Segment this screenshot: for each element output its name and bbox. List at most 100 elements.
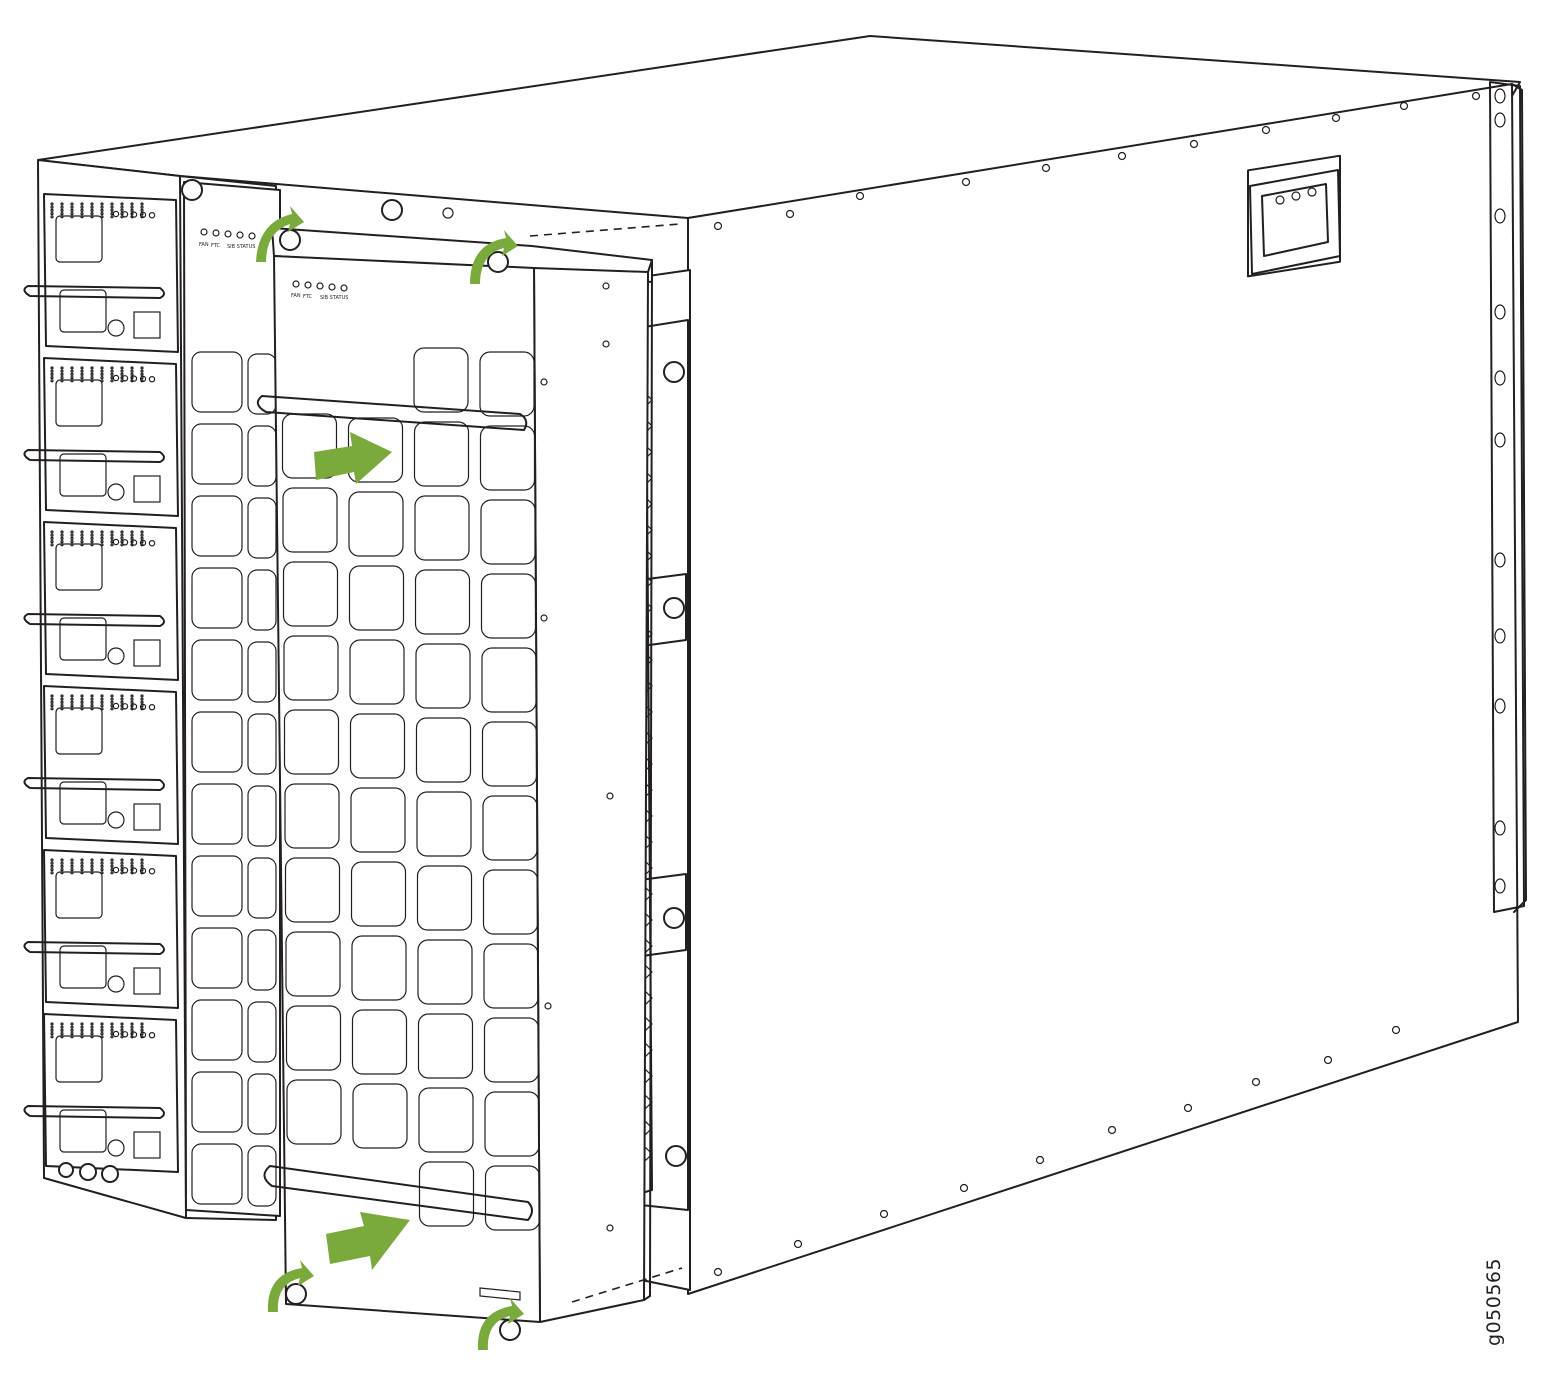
vent-dot <box>120 1031 124 1036</box>
psu-led <box>148 868 156 875</box>
power-supply-module <box>23 357 179 517</box>
vent-dot <box>100 536 104 541</box>
grille-cell <box>285 931 341 997</box>
grille-cell <box>414 569 471 635</box>
vent-dot <box>90 208 94 212</box>
flange-hole <box>1494 432 1506 448</box>
vent-dot <box>50 694 54 698</box>
grille-cell <box>416 791 472 857</box>
rear-grille-cell <box>247 713 277 775</box>
vent-dot <box>140 376 144 380</box>
vent-dot <box>50 202 54 206</box>
captive-screw-top-right[interactable] <box>487 251 509 273</box>
vent-dot <box>60 700 64 705</box>
vent-dot <box>130 861 134 865</box>
side-screw <box>1251 1077 1261 1087</box>
vent-dot <box>50 861 54 865</box>
vent-dot <box>140 536 144 541</box>
vent-dot <box>100 700 104 705</box>
vent-dot <box>80 215 84 219</box>
vent-dot <box>60 697 64 701</box>
vent-dot <box>60 215 64 219</box>
vent-dot <box>100 543 104 547</box>
psu-knob <box>107 811 125 829</box>
rear-grille-cell <box>191 1143 243 1205</box>
vent-dot <box>130 867 134 872</box>
vent-dot <box>60 703 64 708</box>
captive-screw-top-left[interactable] <box>279 229 301 251</box>
vent-dot <box>110 369 114 373</box>
vent-dot <box>110 208 114 212</box>
rear-led-label-fan: FAN <box>199 242 209 248</box>
rear-grille-cell <box>247 857 277 919</box>
vent-dot <box>110 202 114 206</box>
side-handle <box>1247 154 1341 278</box>
psu-knob <box>107 1139 125 1157</box>
vent-dot <box>120 694 124 698</box>
vent-dot <box>70 539 74 544</box>
vent-dot <box>110 543 114 547</box>
vent-dot <box>70 208 74 212</box>
vent-dot <box>80 536 84 541</box>
vent-dot <box>130 1025 134 1029</box>
vent-dot <box>120 1025 124 1029</box>
vent-dot <box>140 533 144 537</box>
grille-cell <box>415 643 471 709</box>
vent-dot <box>80 533 84 537</box>
vent-dot <box>80 212 84 216</box>
grille-cell <box>479 425 536 491</box>
grille-cell <box>351 1009 408 1075</box>
captive-screw-bottom-left[interactable] <box>285 1283 307 1305</box>
rear-grille-cell <box>191 927 243 989</box>
power-supply-module <box>23 521 179 681</box>
side-screw <box>1471 91 1481 101</box>
rear-status-leds: FAN FTC SIB STATUS <box>199 228 256 250</box>
flange-hole <box>1494 370 1506 386</box>
vent-dot <box>140 379 144 383</box>
rear-grille-cell <box>247 1001 277 1063</box>
psu-inlet-top <box>55 215 103 263</box>
vent-dot <box>130 212 134 216</box>
vent-dot <box>50 366 54 370</box>
vent-dot <box>90 202 94 206</box>
vent-dot <box>90 536 94 541</box>
vent-dot <box>100 694 104 698</box>
vent-dot <box>140 1035 144 1039</box>
vent-dot <box>80 208 84 212</box>
vent-dot <box>50 530 54 534</box>
side-screw <box>785 209 795 219</box>
vent-dot <box>70 366 74 370</box>
vent-dot <box>130 372 134 376</box>
vent-dot <box>70 1022 74 1026</box>
vent-dot <box>50 707 54 711</box>
vent-dot <box>90 861 94 865</box>
vent-dot <box>80 703 84 708</box>
fan-tray-handle-bottom <box>263 1165 533 1221</box>
psu-inlet-top <box>55 871 103 919</box>
vent-dot <box>80 864 84 869</box>
psu-led <box>148 211 156 219</box>
vent-dot <box>100 858 104 862</box>
vent-dot <box>140 1028 144 1033</box>
vent-dot <box>140 864 144 869</box>
vent-dot <box>130 703 134 708</box>
rear-grille-cell <box>247 929 277 991</box>
captive-screw-bottom-right[interactable] <box>499 1319 521 1341</box>
vent-dot <box>140 530 144 534</box>
vent-dot <box>100 205 104 209</box>
vent-dot <box>50 1028 54 1033</box>
psu-inlet-bottom <box>59 453 107 497</box>
vent-dot <box>60 1035 64 1039</box>
flange-hole <box>1494 112 1506 128</box>
side-screw <box>855 191 865 201</box>
fan-tray[interactable]: FAN FTC SIB STATUS FAN FTC SIB STATUS <box>199 227 653 1341</box>
vent-dot <box>60 861 64 865</box>
vent-dot <box>50 858 54 862</box>
vent-dot <box>130 376 134 380</box>
vent-dot <box>70 533 74 537</box>
vent-dot <box>110 864 114 869</box>
vent-dot <box>80 707 84 711</box>
vent-dot <box>100 202 104 206</box>
psu-led <box>148 704 156 711</box>
rack-flange <box>1489 81 1525 913</box>
